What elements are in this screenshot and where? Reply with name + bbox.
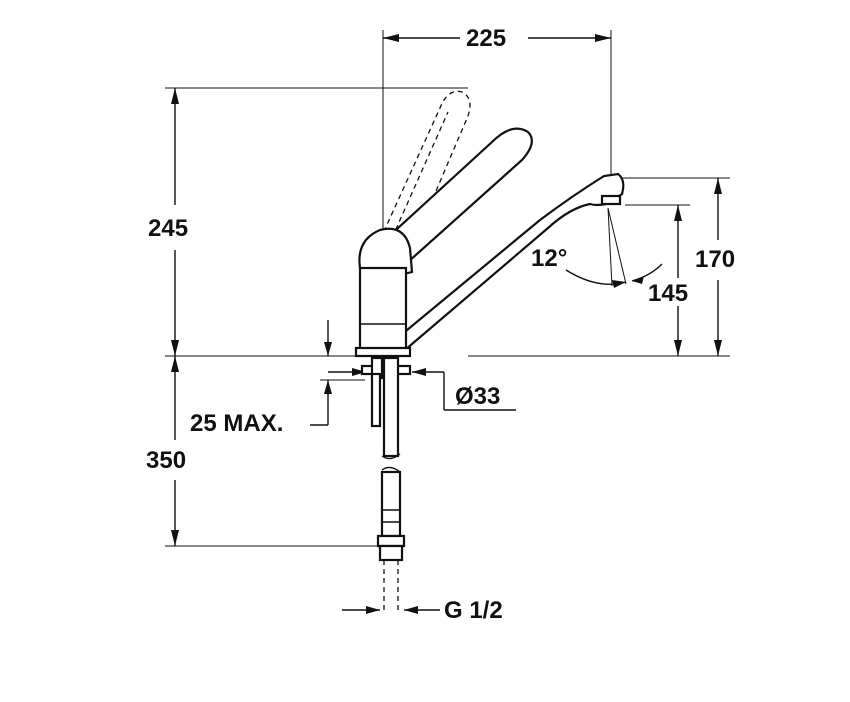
dim-label-thread: G 1/2	[444, 597, 503, 624]
dim-350-line	[171, 356, 179, 546]
angle-12-marker	[565, 207, 663, 288]
dim-thread-line	[342, 606, 440, 614]
dim-label-angle: 12°	[531, 245, 568, 272]
dim-label-spout-outlet-height: 145	[648, 280, 689, 307]
extension-lines	[165, 30, 730, 547]
dim-145-line	[674, 205, 682, 356]
faucet-body	[354, 127, 625, 358]
lever-alternate-position	[379, 90, 471, 253]
dim-label-width-top: 225	[466, 25, 507, 52]
dim-label-hole-diameter: Ø33	[455, 383, 501, 410]
dim-label-height-total: 245	[148, 215, 189, 242]
dim-225-line	[383, 34, 611, 42]
dim-label-max-thickness: 25 MAX.	[190, 410, 284, 437]
dim-label-hose-length: 350	[146, 447, 187, 474]
dim-label-spout-height: 170	[695, 246, 736, 273]
dim-170-line	[714, 178, 722, 356]
dim-diameter-line	[328, 368, 516, 411]
supply-hose	[376, 466, 406, 612]
mounting-hardware	[360, 356, 412, 460]
dim-245-line	[171, 88, 179, 356]
dim-max-thickness-line	[310, 320, 365, 426]
